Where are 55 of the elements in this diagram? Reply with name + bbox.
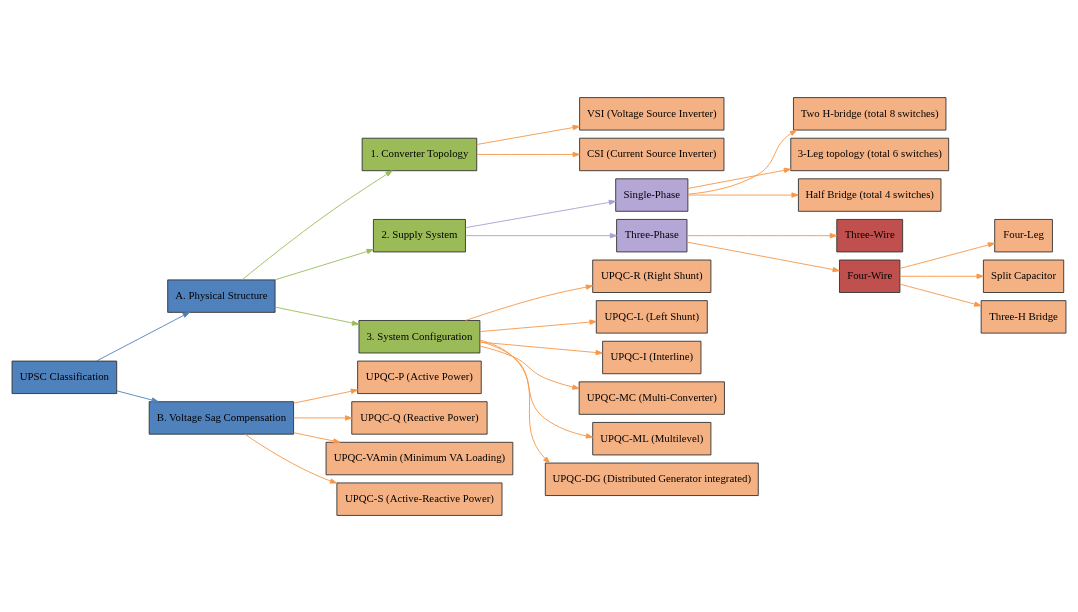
node-box: Single-Phase	[615, 177, 689, 212]
arrow	[244, 433, 338, 484]
node-box: Split Capacitor	[982, 259, 1065, 293]
node-box: VSI (Voltage Source Inverter)	[579, 96, 725, 131]
arrow	[687, 191, 799, 198]
node-box: Three-H Bridge	[980, 299, 1067, 334]
arrow	[241, 169, 393, 280]
node-box: UPQC-DG (Distributed Generator integrated)	[544, 462, 759, 496]
node-box: UPQC-VAmin (Minimum VA Loading)	[325, 441, 514, 475]
arrow	[293, 388, 358, 404]
arrow	[465, 283, 593, 321]
node-box: Half Bridge (total 4 switches)	[797, 177, 942, 212]
node-box: Three-Wire	[836, 218, 904, 252]
node-box: UPSC Classification	[11, 360, 118, 394]
node-box: UPQC-L (Left Shunt)	[595, 299, 708, 334]
node-box: 3. System Configuration	[358, 319, 481, 353]
arrow	[686, 232, 837, 238]
node-box: UPQC-P (Active Power)	[357, 360, 482, 394]
node-box: Three-Phase	[616, 218, 688, 252]
arrow	[479, 341, 603, 355]
arrow	[479, 345, 580, 390]
arrow	[687, 129, 798, 195]
node-box: UPQC-MC (Multi-Converter)	[578, 380, 725, 415]
arrow	[465, 199, 616, 228]
node-box: UPQC-I (Interline)	[602, 340, 702, 374]
arrow	[479, 339, 551, 463]
node-box: B. Voltage Sag Compensation	[148, 400, 294, 435]
arrow	[465, 232, 618, 238]
arrow	[274, 248, 374, 280]
node-box: UPQC-Q (Reactive Power)	[351, 400, 488, 435]
node-box: UPQC-S (Active-Reactive Power)	[336, 481, 503, 516]
node-box: 1. Converter Topology	[361, 137, 478, 171]
arrow	[293, 431, 341, 444]
arrow	[476, 124, 580, 145]
arrow	[96, 311, 190, 361]
arrow	[899, 273, 984, 279]
node-box: CSI (Current Source Inverter)	[579, 137, 725, 171]
node-box: A. Physical Structure	[167, 278, 276, 313]
arrow	[116, 389, 159, 403]
arrow	[479, 319, 597, 332]
arrow	[686, 241, 840, 272]
arrow	[274, 306, 360, 326]
arrow	[899, 283, 982, 307]
arrow	[293, 414, 353, 421]
node-box: 3-Leg topology (total 6 switches)	[790, 137, 950, 171]
node-box: Four-Leg	[994, 218, 1053, 252]
arrow	[687, 167, 791, 189]
arrow	[476, 151, 580, 157]
node-box: 2. Supply System	[372, 218, 466, 252]
node-box: UPQC-ML (Multilevel)	[592, 421, 712, 455]
arrow	[479, 340, 594, 439]
arrow	[899, 241, 995, 269]
node-box: Four-Wire	[839, 259, 901, 293]
node-box: Two H-bridge (total 8 switches)	[793, 96, 947, 131]
node-box: UPQC-R (Right Shunt)	[592, 259, 712, 293]
